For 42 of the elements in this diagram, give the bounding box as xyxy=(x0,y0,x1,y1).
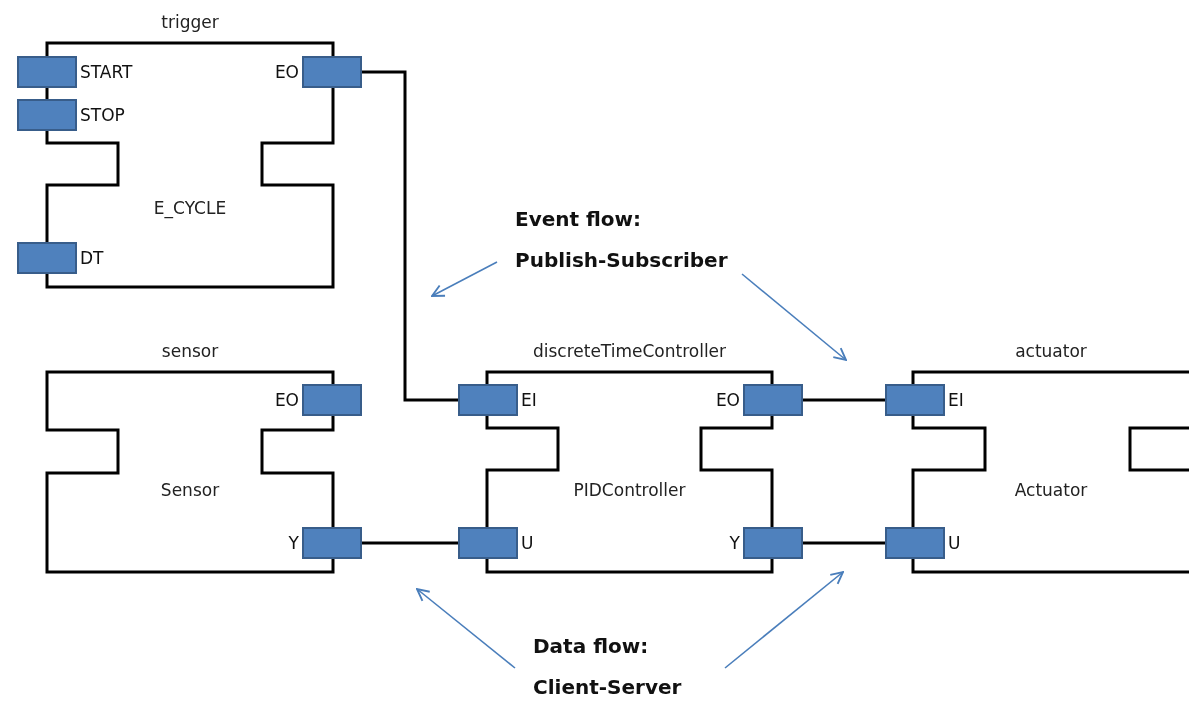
port-label: EO xyxy=(274,61,299,83)
block-type-name: E_CYCLE xyxy=(153,197,227,219)
instance-name: trigger xyxy=(161,11,219,33)
block-type-name: PIDController xyxy=(573,479,686,501)
port-label: Y xyxy=(288,532,299,554)
port-box xyxy=(17,242,77,274)
port-box xyxy=(302,56,362,88)
port-label: DT xyxy=(80,247,104,269)
block-type-name: Sensor xyxy=(160,479,220,501)
callout-text: Data flow: Client-Server xyxy=(515,626,725,710)
port-label: Y xyxy=(729,532,740,554)
port-box xyxy=(302,527,362,559)
connection-line xyxy=(803,541,885,545)
port-label: U xyxy=(948,532,961,554)
pointer-arrow xyxy=(416,588,516,669)
port-label: EO xyxy=(715,389,740,411)
port-box xyxy=(458,527,518,559)
port-box xyxy=(743,384,803,416)
connection-line xyxy=(803,398,885,402)
port-box xyxy=(743,527,803,559)
callout-text: Event flow: Publish-Subscriber xyxy=(497,199,742,279)
pointer-arrow xyxy=(431,261,498,297)
port-label: STOP xyxy=(80,104,125,126)
pointer-arrow xyxy=(724,571,844,669)
instance-name: actuator xyxy=(1015,340,1087,362)
instance-name: sensor xyxy=(161,340,219,362)
instance-name: discreteTimeController xyxy=(532,340,727,362)
port-box xyxy=(458,384,518,416)
port-label: EO xyxy=(274,389,299,411)
port-label: EI xyxy=(948,389,964,411)
port-box xyxy=(17,56,77,88)
port-label: U xyxy=(521,532,534,554)
port-box xyxy=(17,99,77,131)
connection-line xyxy=(362,70,458,402)
port-label: START xyxy=(80,61,133,83)
port-box xyxy=(885,384,945,416)
block-type-name: Actuator xyxy=(1014,479,1088,501)
port-box xyxy=(885,527,945,559)
port-label: EI xyxy=(521,389,537,411)
port-box xyxy=(302,384,362,416)
pointer-arrow xyxy=(741,273,847,361)
connection-line xyxy=(362,541,458,545)
